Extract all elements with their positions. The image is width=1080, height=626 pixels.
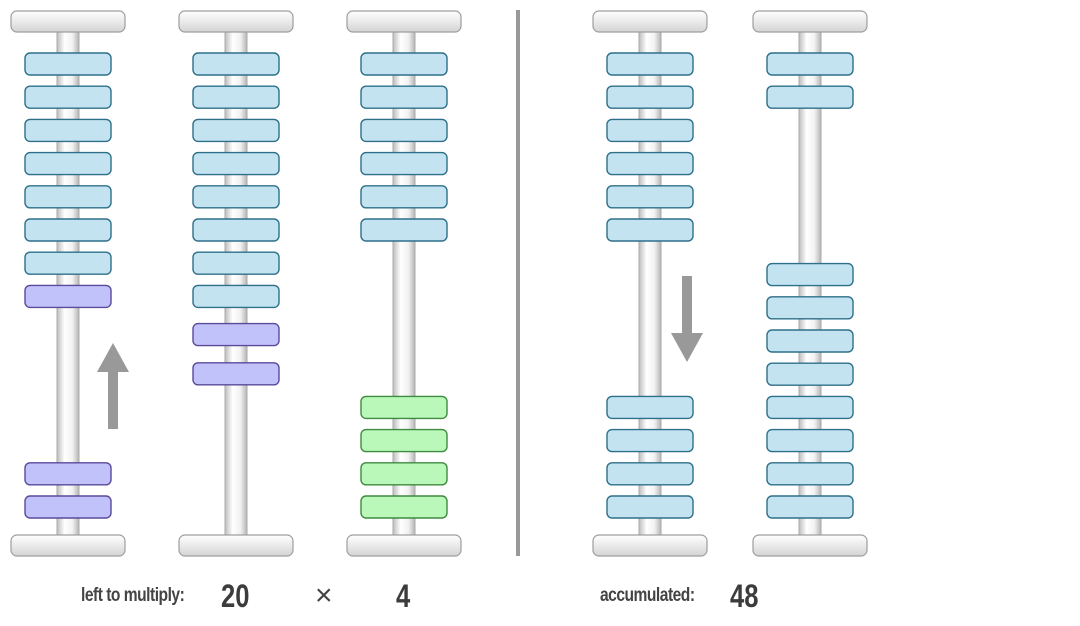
bead-blue <box>192 284 280 309</box>
up-arrow <box>97 343 129 429</box>
bead-green <box>360 428 448 453</box>
rod-2 <box>178 10 294 557</box>
bead-purple <box>24 284 112 309</box>
rod-top-cap <box>178 10 294 33</box>
bead-blue <box>766 462 854 486</box>
bead-blue <box>606 151 694 176</box>
bead-blue <box>766 296 854 320</box>
bead-blue <box>766 85 854 109</box>
accumulated-value: 48 <box>730 578 759 614</box>
bead-blue <box>24 85 112 109</box>
accumulated-label: accumulated: <box>600 585 695 606</box>
bead-green <box>360 495 448 519</box>
rod-top-cap <box>752 10 868 33</box>
bead-blue <box>606 428 694 453</box>
bead-blue <box>606 462 694 486</box>
bead-blue <box>606 495 694 519</box>
bead-blue <box>24 185 112 209</box>
bead-blue <box>606 52 694 76</box>
bead-blue <box>766 52 854 76</box>
rod-5 <box>752 10 868 557</box>
bead-blue <box>360 52 448 76</box>
rod-1 <box>10 10 126 557</box>
bead-purple <box>192 322 280 347</box>
multiplier-value: 4 <box>396 578 411 614</box>
bead-blue <box>24 218 112 242</box>
bead-blue <box>606 395 694 420</box>
bead-blue <box>192 85 280 109</box>
bead-green <box>360 462 448 486</box>
bead-blue <box>360 151 448 176</box>
bead-blue <box>766 262 854 287</box>
bead-blue <box>360 218 448 242</box>
bead-blue <box>192 218 280 242</box>
rod-bottom-cap <box>592 534 708 557</box>
bead-purple <box>192 362 280 386</box>
bead-blue <box>192 151 280 176</box>
bead-blue <box>360 118 448 143</box>
bead-blue <box>606 218 694 242</box>
times-sign: × <box>315 579 333 612</box>
left-to-multiply-label: left to multiply: <box>81 585 185 606</box>
rod-4 <box>592 10 708 557</box>
left-value: 20 <box>221 578 250 614</box>
rod-bottom-cap <box>752 534 868 557</box>
rod-top-cap <box>592 10 708 33</box>
bead-blue <box>766 329 854 353</box>
bead-blue <box>360 85 448 109</box>
bead-blue <box>192 185 280 209</box>
bead-blue <box>24 52 112 76</box>
rod-top-cap <box>346 10 462 33</box>
rod-3 <box>346 10 462 557</box>
rod-bottom-cap <box>346 534 462 557</box>
bead-blue <box>606 85 694 109</box>
bead-blue <box>192 52 280 76</box>
bead-blue <box>606 185 694 209</box>
bead-green <box>360 395 448 420</box>
bead-blue <box>24 251 112 275</box>
bead-blue <box>192 251 280 275</box>
bead-blue <box>606 118 694 143</box>
bead-blue <box>360 185 448 209</box>
bead-blue <box>24 118 112 143</box>
rod-bottom-cap <box>10 534 126 557</box>
bead-blue <box>766 428 854 453</box>
down-arrow <box>671 276 703 362</box>
bead-blue <box>766 495 854 519</box>
bead-purple <box>24 495 112 519</box>
rod-top-cap <box>10 10 126 33</box>
bead-purple <box>24 462 112 486</box>
bead-blue <box>192 118 280 143</box>
rod-bottom-cap <box>178 534 294 557</box>
bead-blue <box>24 151 112 176</box>
bead-blue <box>766 362 854 386</box>
bead-blue <box>766 395 854 420</box>
